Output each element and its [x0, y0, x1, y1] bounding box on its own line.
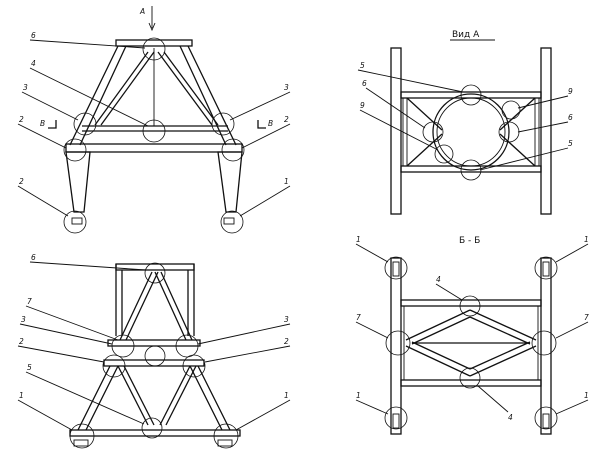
callout-3-left: 3 — [23, 83, 28, 92]
callout-3-side-right: 3 — [284, 315, 289, 324]
callout-2-side-right: 2 — [284, 337, 289, 346]
detail-circles-bb — [384, 256, 558, 430]
callout-1-side-right: 1 — [284, 391, 289, 400]
callout-2-left: 2 — [19, 115, 24, 124]
callout-5-bottom: 5 — [568, 139, 573, 148]
leaders-side — [17, 261, 291, 431]
callout-4-bb-bottom: 4 — [508, 413, 513, 422]
leaders-bb — [355, 243, 589, 415]
side-view: 6 7 3 3 2 2 5 1 1 — [17, 253, 291, 449]
callout-6-left: 6 — [362, 79, 367, 88]
callout-7-side: 7 — [27, 297, 32, 306]
callout-1-bb-br: 1 — [584, 391, 589, 400]
lower-struts — [77, 365, 231, 431]
ring-outer — [432, 93, 510, 171]
ring-inner — [436, 97, 506, 167]
callout-7-bb-left: 7 — [356, 313, 361, 322]
top-plate — [115, 39, 193, 47]
bb-bottom-rail — [400, 379, 542, 387]
section-mark-right — [257, 120, 266, 129]
section-mark-left — [48, 120, 57, 129]
view-arrow-label: A — [139, 7, 145, 16]
callout-5-top: 5 — [360, 61, 365, 70]
leaders — [17, 39, 291, 217]
callout-2-foot: 2 — [19, 177, 24, 186]
callout-7-bb-right: 7 — [584, 313, 589, 322]
view-a: Вид А — [357, 30, 573, 215]
base-pad-left — [73, 439, 89, 447]
detail-circles — [63, 37, 245, 234]
callout-1-side-left: 1 — [19, 391, 24, 400]
callout-1-bb-tl: 1 — [356, 235, 361, 244]
left-foot — [65, 151, 91, 213]
crossbeam — [65, 143, 243, 153]
diagonal-braces — [406, 97, 536, 167]
top-rail — [400, 91, 542, 99]
bb-left-post-bottom — [392, 413, 400, 429]
middle-beam-upper — [107, 339, 201, 347]
left-post — [390, 47, 402, 215]
callout-1-bb-bl: 1 — [356, 391, 361, 400]
right-foot-pad — [223, 217, 235, 225]
section-bb: Б - Б — [355, 235, 589, 435]
bb-left-post — [390, 257, 402, 435]
bb-top-rail — [400, 299, 542, 307]
callout-4-bb-top: 4 — [436, 275, 441, 284]
section-mark-label-left: B — [40, 119, 45, 128]
left-leg — [69, 45, 127, 146]
callout-5-side: 5 — [27, 363, 32, 372]
bb-left-post-top — [392, 261, 400, 277]
right-foot — [217, 151, 243, 213]
view-a-title: Вид А — [452, 30, 480, 40]
callout-1-foot: 1 — [284, 177, 289, 186]
bb-right-post — [540, 257, 552, 435]
bb-right-post-top — [542, 261, 550, 277]
leaders-view-a — [357, 69, 569, 171]
callout-2-right: 2 — [284, 115, 289, 124]
front-view: A — [17, 6, 291, 234]
base-pad-right — [217, 439, 233, 447]
section-mark-label-right: B — [268, 119, 273, 128]
callout-4: 4 — [31, 59, 36, 68]
callout-6-side: 6 — [31, 253, 36, 262]
bb-right-post-bottom — [542, 413, 550, 429]
callout-3-side-left: 3 — [21, 315, 26, 324]
callout-6-right: 6 — [568, 113, 573, 122]
bb-diamond — [405, 309, 537, 377]
bottom-rail — [400, 165, 542, 173]
inner-struts — [82, 48, 228, 132]
middle-beam-lower — [103, 359, 205, 367]
section-bb-title: Б - Б — [459, 236, 480, 246]
right-inner-post — [534, 97, 540, 167]
view-arrow-head — [148, 22, 156, 32]
callout-3-right: 3 — [284, 83, 289, 92]
callout-9-left: 9 — [360, 101, 365, 110]
upper-v-struts — [119, 271, 193, 341]
right-leg — [179, 45, 237, 146]
right-post — [540, 47, 552, 215]
left-foot-pad — [71, 217, 83, 225]
callout-1-bb-tr: 1 — [584, 235, 589, 244]
callout-2-side-left: 2 — [19, 337, 24, 346]
callout-9-right: 9 — [568, 87, 573, 96]
callout-6: 6 — [31, 31, 36, 40]
detail-circles-side — [69, 262, 239, 449]
